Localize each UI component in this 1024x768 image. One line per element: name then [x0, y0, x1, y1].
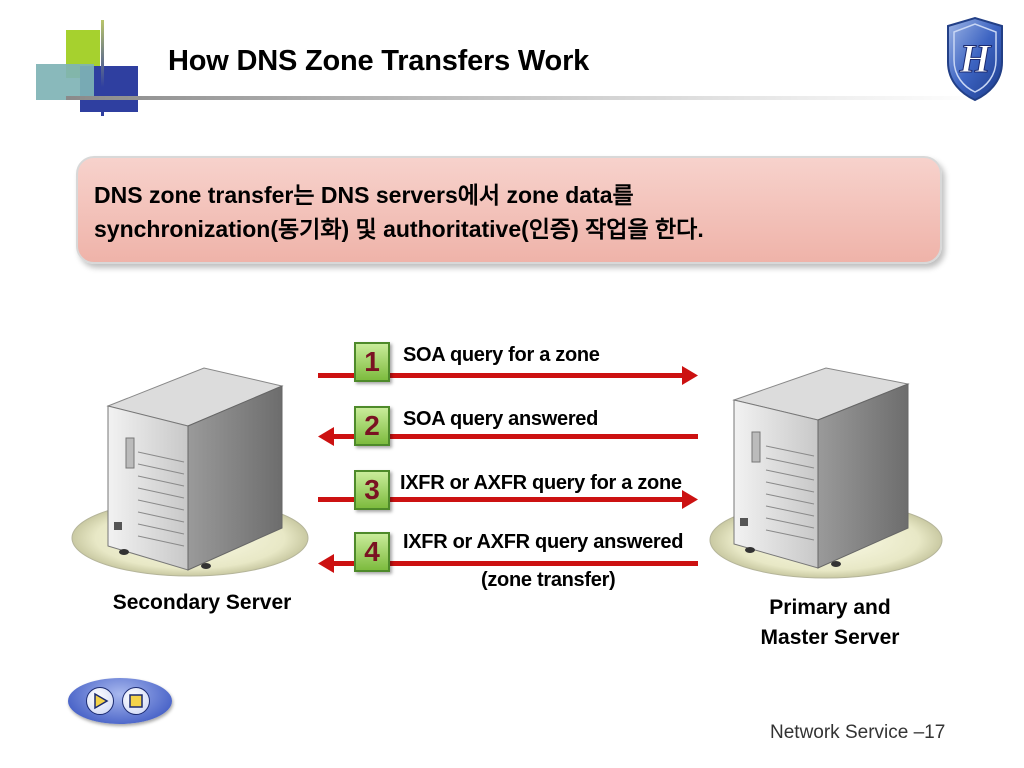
definition-callout: DNS zone transfer는 DNS servers에서 zone da… [76, 156, 942, 264]
svg-text:H: H [958, 36, 992, 81]
slide-title: How DNS Zone Transfers Work [168, 45, 590, 77]
arrow-step-2 [318, 427, 698, 446]
step-4-number: 4 [354, 532, 390, 572]
primary-server-label: Primary and Master Server [728, 593, 932, 653]
arrows-layer [318, 366, 698, 573]
play-icon [94, 692, 109, 710]
arrow-step-1 [318, 366, 698, 385]
shield-logo-icon: H [947, 16, 1003, 102]
secondary-server-label: Secondary Server [112, 591, 292, 614]
primary-server-label-line-2: Master Server [760, 626, 900, 649]
play-button[interactable] [86, 687, 114, 715]
step-3-label: IXFR or AXFR query for a zone [400, 472, 682, 494]
arrow-step-4 [318, 554, 698, 573]
step-4-subtext: (zone transfer) [481, 569, 616, 591]
primary-server-icon [709, 367, 943, 579]
header-underline [66, 96, 986, 100]
stop-button[interactable] [122, 687, 150, 715]
step-1-label: SOA query for a zone [403, 344, 600, 366]
slide-footer: Network Service –17 [770, 722, 946, 743]
step-2-label: SOA query answered [403, 408, 599, 430]
step-2-number: 2 [354, 406, 390, 446]
slide-navigation [68, 678, 172, 724]
primary-server-label-line-1: Primary and [769, 596, 891, 619]
header-vertical-line [101, 20, 104, 116]
step-3-number: 3 [354, 470, 390, 510]
step-1-number: 1 [354, 342, 390, 382]
stop-icon [129, 694, 143, 708]
arrow-step-3 [318, 490, 698, 509]
step-4-label: IXFR or AXFR query answered [403, 531, 684, 553]
callout-line-2: synchronization(동기화) 및 authoritative(인증)… [94, 216, 704, 242]
secondary-server-icon [71, 367, 309, 577]
header-decoration-teal [36, 64, 94, 100]
callout-line-1: DNS zone transfer는 DNS servers에서 zone da… [94, 182, 634, 208]
zone-transfer-diagram: 1 SOA query for a zone 2 SOA query answe… [0, 300, 1024, 670]
